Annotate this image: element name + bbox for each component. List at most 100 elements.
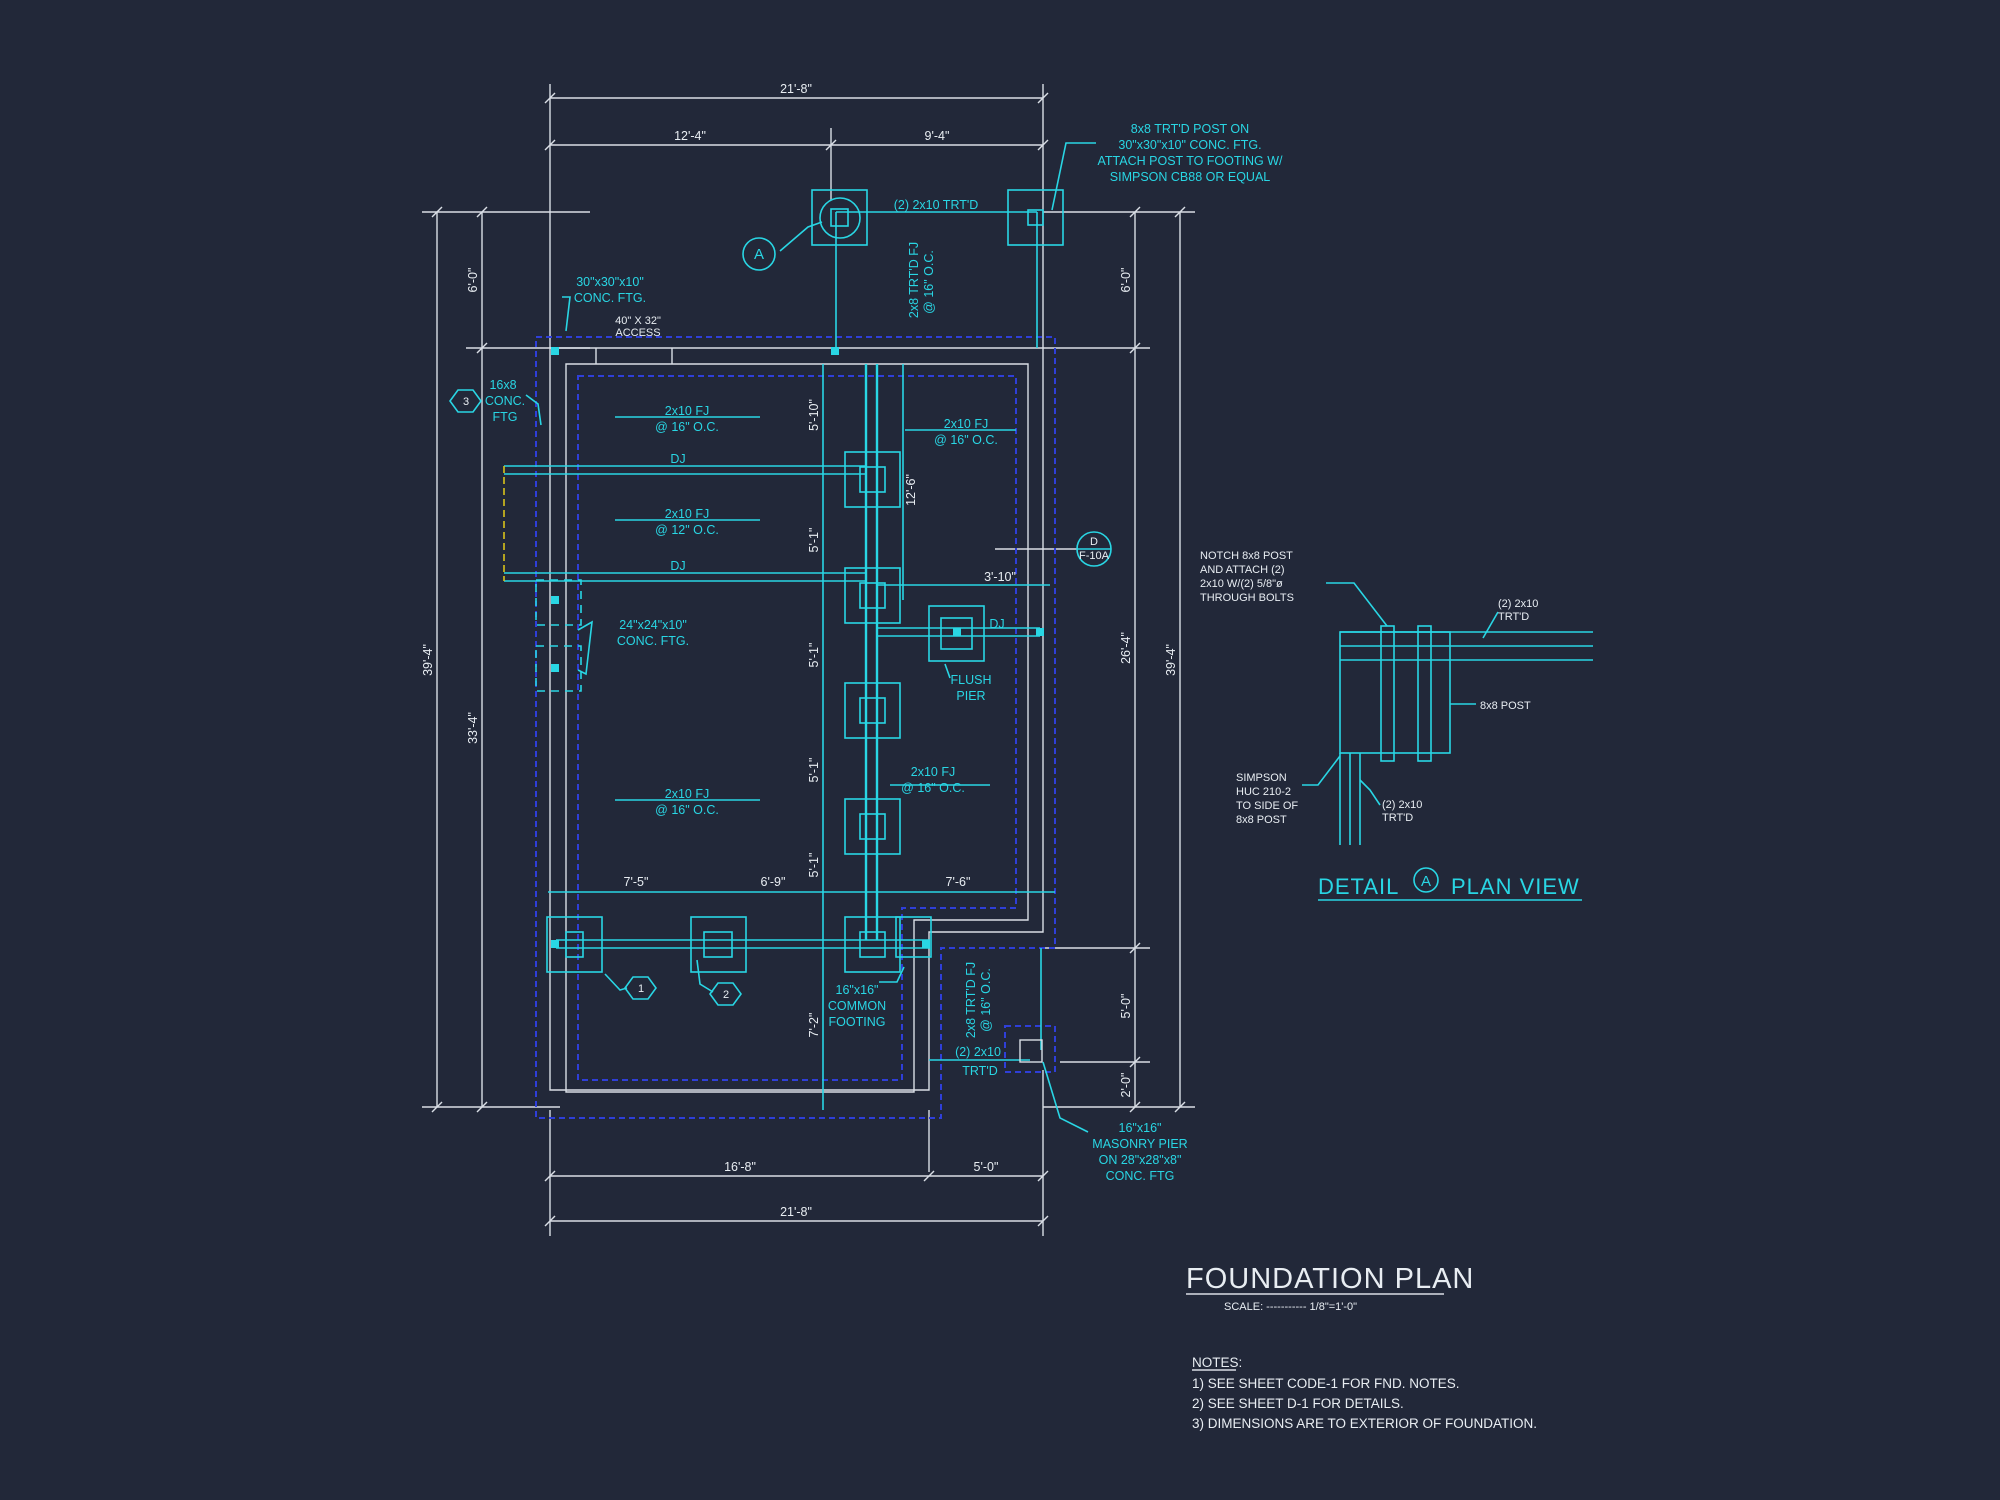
note-2: 2) SEE SHEET D-1 FOR DETAILS. <box>1192 1396 1404 1411</box>
dim-5-1-b: 5'-1" <box>807 643 821 668</box>
tag-markers <box>449 237 1112 1006</box>
section-ref-top: D <box>1090 536 1098 548</box>
footings <box>535 189 1064 1063</box>
ftg24-line1: 24"x24"x10" <box>619 618 687 632</box>
beam-bot-line2: TRT'D <box>962 1064 998 1078</box>
foundation-walls <box>549 347 1044 1093</box>
dim-3-10: 3'-10" <box>984 570 1016 584</box>
masonry-pier-line1: 16"x16" <box>1119 1121 1162 1135</box>
fj5-line1: 2x10 FJ <box>911 765 955 779</box>
dim-row-6-9: 6'-9" <box>761 875 786 889</box>
beam-top-label: (2) 2x10 TRT'D <box>894 198 979 212</box>
tag-2: 2 <box>723 989 729 1001</box>
masonry-pier-line3: ON 28"x28"x8" <box>1099 1153 1182 1167</box>
access-line1: 40" X 32" <box>615 315 661 327</box>
dim-right-lower1: 5'-0" <box>1119 994 1133 1019</box>
detail-title-pre: DETAIL <box>1318 874 1399 899</box>
detail-trtd-top-line2: TRT'D <box>1498 611 1529 623</box>
detail-notch-line4: THROUGH BOLTS <box>1200 592 1294 604</box>
beam-bot-line1: (2) 2x10 <box>955 1045 1001 1059</box>
dim-bottom-left: 16'-8" <box>724 1160 756 1174</box>
notes-heading: NOTES: <box>1192 1355 1242 1370</box>
dim-5-1-d: 5'-1" <box>807 853 821 878</box>
post-note-line4: SIMPSON CB88 OR EQUAL <box>1110 170 1271 184</box>
dim-12-6: 12'-6" <box>904 474 918 506</box>
dim-5-1-c: 5'-1" <box>807 758 821 783</box>
detail-trtd-top-line1: (2) 2x10 <box>1498 598 1538 610</box>
masonry-pier-line4: CONC. FTG <box>1106 1169 1175 1183</box>
fj1-line1: 2x10 FJ <box>665 404 709 418</box>
common-footing-line2: COMMON <box>828 999 886 1013</box>
dim-left-upper: 6'-0" <box>466 268 480 293</box>
dj-label-2: DJ <box>670 559 685 573</box>
dim-bottom-right: 5'-0" <box>974 1160 999 1174</box>
fj4-line2: @ 16" O.C. <box>934 433 998 447</box>
detail-simpson-line3: TO SIDE OF <box>1236 800 1298 812</box>
detail-post-label: 8x8 POST <box>1480 700 1531 712</box>
common-footing-line3: FOOTING <box>829 1015 886 1029</box>
detail-trtd-bot-line2: TRT'D <box>1382 812 1413 824</box>
fj2-line1: 2x10 FJ <box>665 507 709 521</box>
dim-right-lower2: 2'-0" <box>1119 1073 1133 1098</box>
detail-a-drawing <box>1302 582 1593 845</box>
dim-bottom-overall: 21'-8" <box>780 1205 812 1219</box>
trtd-fj-bot-line2: @ 16" O.C. <box>979 968 993 1032</box>
trtd-fj-bot-line1: 2x8 TRT'D FJ <box>964 962 978 1038</box>
drawing-title: FOUNDATION PLAN <box>1186 1263 1474 1295</box>
beams <box>504 211 1055 1110</box>
dim-left-lower: 33'-4" <box>466 712 480 744</box>
fj3-line1: 2x10 FJ <box>665 787 709 801</box>
access-line2: ACCESS <box>615 327 660 339</box>
dim-5-1-a: 5'-1" <box>807 528 821 553</box>
detail-simpson-line4: 8x8 POST <box>1236 814 1287 826</box>
drawing-scale: SCALE: ----------- 1/8"=1'-0" <box>1224 1301 1357 1313</box>
dim-right-upper: 6'-0" <box>1119 268 1133 293</box>
detail-notch-line2: AND ATTACH (2) <box>1200 564 1285 576</box>
note-1: 1) SEE SHEET CODE-1 FOR FND. NOTES. <box>1192 1376 1460 1391</box>
title-block: FOUNDATION PLAN SCALE: ----------- 1/8"=… <box>1186 1263 1474 1313</box>
fj5-line2: @ 16" O.C. <box>901 781 965 795</box>
fj4-line1: 2x10 FJ <box>944 417 988 431</box>
masonry-pier-line2: MASONRY PIER <box>1092 1137 1187 1151</box>
dimension-text: 21'-8" 12'-4" 9'-4" 16'-8" 5'-0" 21'-8" … <box>421 82 1178 1219</box>
tag-1: 1 <box>638 983 644 995</box>
dimension-ticks <box>431 92 1186 1227</box>
conc16x8-line1: 16x8 <box>489 378 516 392</box>
post-note-line2: 30"x30"x10" CONC. FTG. <box>1118 138 1261 152</box>
dim-top-left: 12'-4" <box>674 129 706 143</box>
dim-top-right: 9'-4" <box>925 129 950 143</box>
flush-pier-line2: PIER <box>956 689 985 703</box>
tag-a: A <box>754 246 764 263</box>
detail-notch-line3: 2x10 W/(2) 5/8"ø <box>1200 578 1283 590</box>
section-ref-bottom: F-10A <box>1079 550 1110 562</box>
fj1-line2: @ 16" O.C. <box>655 420 719 434</box>
trtd-fj-top-line2: @ 16" O.C. <box>922 250 936 314</box>
fj2-line2: @ 12" O.C. <box>655 523 719 537</box>
dj-label-3: DJ <box>989 617 1004 631</box>
ftg30-line1: 30"x30"x10" <box>576 275 644 289</box>
dim-5-10: 5'-10" <box>807 399 821 431</box>
detail-simpson-line2: HUC 210-2 <box>1236 786 1291 798</box>
notes-block: NOTES: 1) SEE SHEET CODE-1 FOR FND. NOTE… <box>1192 1355 1537 1431</box>
detail-a-labels: NOTCH 8x8 POST AND ATTACH (2) 2x10 W/(2)… <box>1200 550 1582 901</box>
trtd-fj-top-line1: 2x8 TRT'D FJ <box>907 242 921 318</box>
fj3-line2: @ 16" O.C. <box>655 803 719 817</box>
post-note-line1: 8x8 TRT'D POST ON <box>1131 122 1249 136</box>
detail-title-marker: A <box>1421 873 1431 890</box>
footing-outline <box>535 336 1056 1119</box>
note-3: 3) DIMENSIONS ARE TO EXTERIOR OF FOUNDAT… <box>1192 1416 1537 1431</box>
common-footing-line1: 16"x16" <box>836 983 879 997</box>
detail-notch-line1: NOTCH 8x8 POST <box>1200 550 1293 562</box>
tag-3: 3 <box>463 396 469 408</box>
flush-pier-line1: FLUSH <box>951 673 992 687</box>
ftg30-line2: CONC. FTG. <box>574 291 646 305</box>
dim-7-2: 7'-2" <box>807 1013 821 1038</box>
post-note-line3: ATTACH POST TO FOOTING W/ <box>1098 154 1283 168</box>
conc16x8-line2: CONC. <box>485 394 525 408</box>
anchor-points <box>551 347 1044 948</box>
dim-left-overall: 39'-4" <box>421 644 435 676</box>
dim-right-overall: 39'-4" <box>1164 644 1178 676</box>
ftg24-line2: CONC. FTG. <box>617 634 689 648</box>
dj-label-1: DJ <box>670 452 685 466</box>
